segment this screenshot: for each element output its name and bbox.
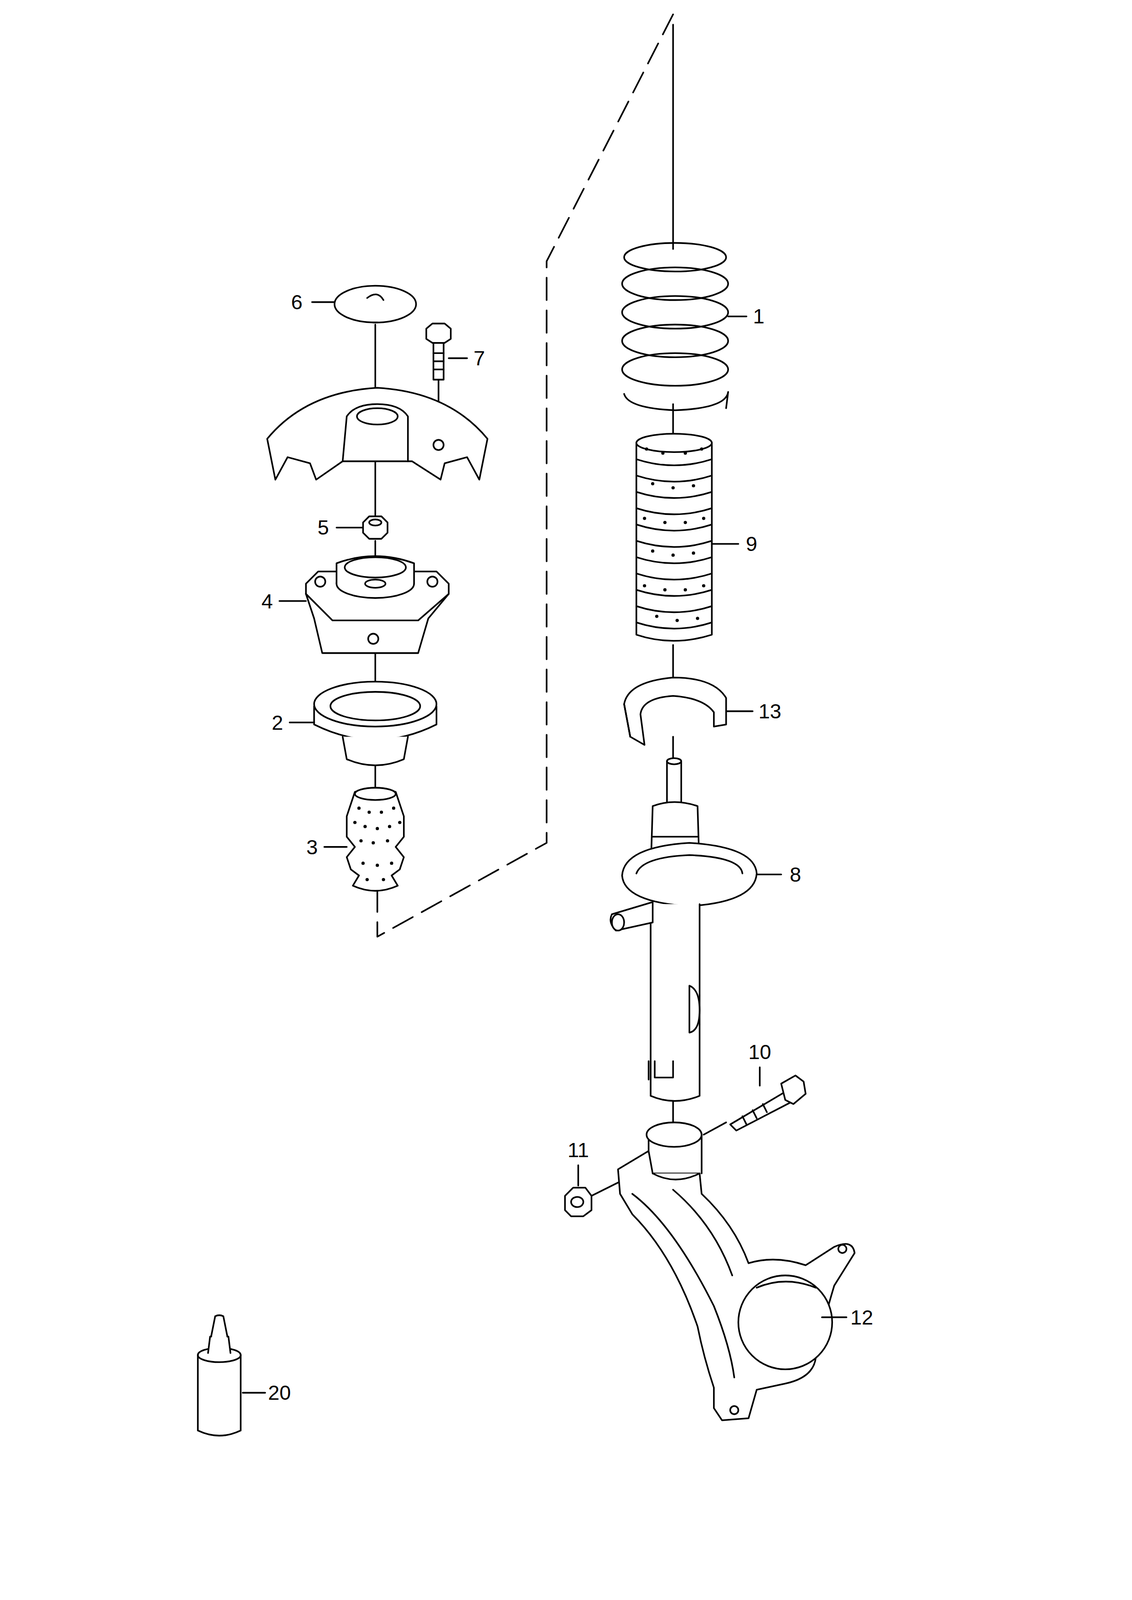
axis-line (672, 24, 675, 249)
axis-line (672, 644, 675, 682)
nut (362, 516, 388, 539)
strut (610, 757, 757, 1101)
callout-number: 20 (266, 1380, 293, 1404)
callout-number: 1 (751, 304, 766, 328)
callout-number: 10 (746, 1040, 773, 1063)
callout-number: 5 (316, 516, 331, 539)
bolt (426, 323, 451, 380)
callout-number: 8 (788, 863, 803, 886)
callout-number: 2 (270, 710, 285, 734)
bump-stop (346, 787, 404, 891)
callout-number: 12 (848, 1305, 875, 1328)
callout-number: 4 (260, 589, 275, 612)
steering-knuckle (618, 1121, 855, 1420)
top-mount (305, 555, 449, 653)
axis-line (672, 403, 675, 437)
shield (267, 387, 488, 480)
callout-number: 11 (566, 1138, 591, 1161)
spring-seat (624, 677, 727, 745)
callout-number: 13 (757, 699, 783, 723)
axis-line (591, 1181, 621, 1196)
callout-number: 7 (472, 346, 487, 370)
bolt (730, 1075, 807, 1131)
group-dash-line (377, 14, 674, 937)
callout-number: 3 (304, 835, 320, 858)
sealant-tube (197, 1314, 241, 1436)
nut (564, 1187, 592, 1216)
bearing (314, 681, 437, 766)
coil-spring (622, 242, 729, 411)
axis-line (672, 736, 675, 759)
cap (334, 285, 417, 323)
callout-number: 6 (289, 290, 304, 314)
axis-line (703, 1121, 726, 1135)
leader-lines (242, 301, 847, 1392)
callout-number: 9 (744, 532, 759, 555)
dust-boot (636, 433, 713, 641)
